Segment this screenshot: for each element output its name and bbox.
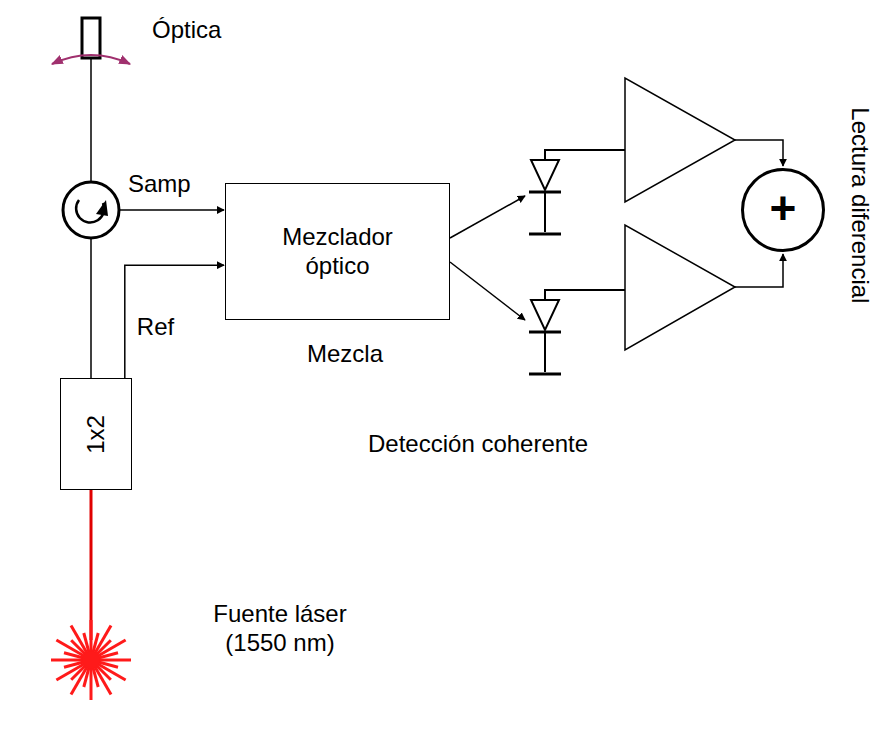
optics-element xyxy=(82,18,100,58)
mixer-output xyxy=(450,262,525,320)
source-label: Fuente láser (1550 nm) xyxy=(195,600,365,658)
node-text: 1x2 xyxy=(82,415,111,454)
amplifier xyxy=(625,225,735,350)
part-label: Óptica xyxy=(152,16,221,45)
circulator-arrow-head xyxy=(96,200,108,216)
amp-output xyxy=(735,254,783,287)
edge-label: Ref xyxy=(137,313,174,342)
photodiode xyxy=(529,150,625,234)
sample-fiber xyxy=(119,209,224,211)
circulator xyxy=(63,182,119,238)
fiber xyxy=(90,238,92,378)
node-text: Mezclador óptico xyxy=(253,223,423,281)
amp-output xyxy=(735,140,783,166)
mixer-output xyxy=(450,196,525,238)
output-label: Lectura diferencial xyxy=(846,107,875,303)
caption-label: Detección coherente xyxy=(368,430,588,459)
part-label: Mezcla xyxy=(307,340,383,369)
mixer-box: Mezclador óptico xyxy=(225,183,450,320)
laser-source xyxy=(51,620,131,700)
amplifier xyxy=(625,78,735,202)
signal-label: Samp xyxy=(128,170,191,199)
fiber-connector xyxy=(125,265,224,378)
laser-beam xyxy=(90,490,93,640)
photodiode xyxy=(529,290,625,374)
splitter-box: 1x2 xyxy=(60,378,132,490)
summer-circle: + xyxy=(741,168,825,252)
fiber xyxy=(90,58,92,182)
node-text: + xyxy=(770,185,797,231)
